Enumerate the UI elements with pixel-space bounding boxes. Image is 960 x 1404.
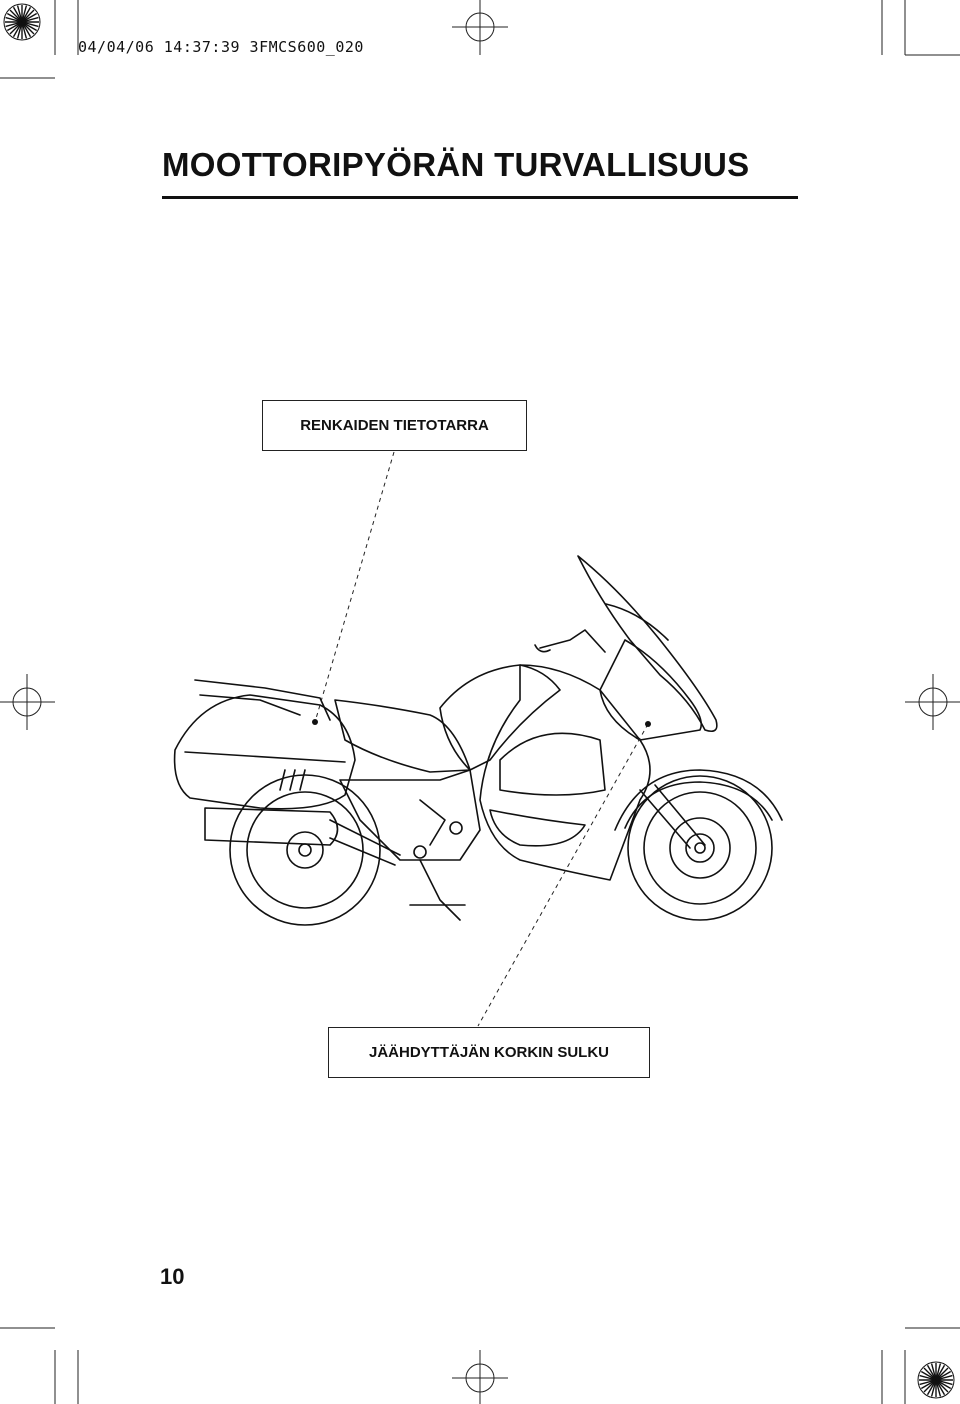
- title-underline: [162, 196, 798, 199]
- starburst-mark-bottom-right: [917, 1361, 955, 1399]
- page-title: MOOTTORIPYÖRÄN TURVALLISUUS: [162, 146, 750, 183]
- tire-label-leader-line: [314, 451, 395, 723]
- registration-mark-left: [0, 674, 55, 730]
- registration-mark-right: [905, 674, 960, 730]
- registration-mark-top: [452, 0, 508, 55]
- radiator-cap-pointer-dot: [645, 721, 651, 727]
- print-timestamp: 04/04/06 14:37:39 3FMCS600_020: [78, 38, 364, 56]
- registration-mark-bottom: [452, 1350, 508, 1404]
- radiator-cap-leader-line: [477, 723, 649, 1027]
- radiator-cap-lock-callout: JÄÄHDYTTÄJÄN KORKIN SULKU: [328, 1027, 650, 1078]
- page-number: 10: [160, 1264, 185, 1289]
- tire-label-pointer-dot: [312, 719, 318, 725]
- starburst-mark-top-left: [3, 3, 41, 41]
- tire-information-label-callout: RENKAIDEN TIETOTARRA: [262, 400, 527, 451]
